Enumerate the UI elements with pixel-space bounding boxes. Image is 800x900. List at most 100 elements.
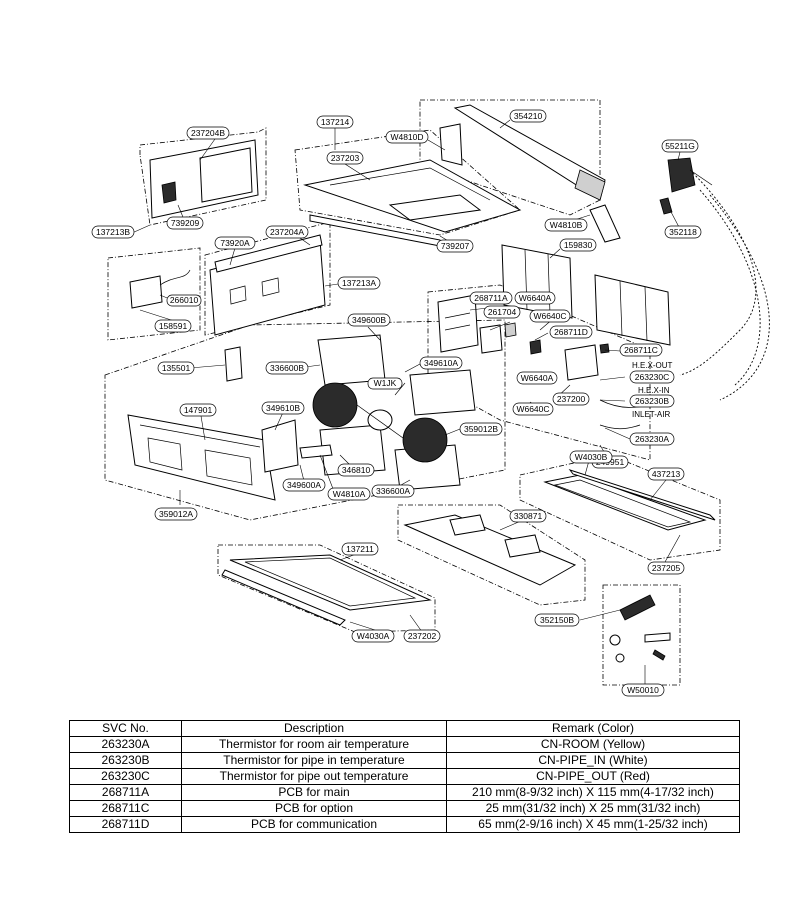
callout-label: 263230C	[635, 372, 670, 382]
callout-label: 352150B	[540, 615, 574, 625]
callout-237202: 237202	[403, 629, 441, 643]
callout-237204B: 237204B	[186, 126, 230, 140]
callout-237204A: 237204A	[265, 225, 309, 239]
callout-W6640C-2: W6640C	[512, 402, 554, 416]
callout-label: 135501	[162, 363, 191, 373]
callout-158591: 158591	[154, 319, 192, 333]
header-remark: Remark (Color)	[446, 720, 740, 737]
callout-label: 263230B	[635, 396, 669, 406]
callout-437213: 437213	[647, 467, 685, 481]
callout-label: 359012B	[464, 424, 498, 434]
callout-label: W6640C	[533, 311, 566, 321]
callout-336600B: 336600B	[265, 361, 309, 375]
callout-label: 330871	[514, 511, 543, 521]
callout-W50010: W50010	[621, 683, 665, 697]
cell-description: Thermistor for room air temperature	[181, 736, 447, 753]
cell-description: PCB for communication	[181, 816, 447, 833]
callout-label: W4810A	[333, 489, 366, 499]
callout-W4810A: W4810A	[327, 487, 371, 501]
cell-description: PCB for option	[181, 800, 447, 817]
callout-label: 268711D	[554, 327, 588, 337]
callout-137213B: 137213B	[91, 225, 135, 239]
callout-352150B: 352150B	[534, 613, 580, 627]
callout-135501: 135501	[157, 361, 195, 375]
parts	[127, 104, 716, 663]
cell-description: PCB for main	[181, 784, 447, 801]
cell-remark: CN-PIPE_IN (White)	[446, 752, 740, 769]
callout-73920A: 73920A	[214, 236, 256, 250]
callout-349600B: 349600B	[347, 313, 391, 327]
callout-label: 349600A	[287, 480, 321, 490]
callout-label: 249951	[596, 457, 625, 467]
callout-label: 349610A	[424, 358, 458, 368]
cell-description: Thermistor for pipe out temperature	[181, 768, 447, 785]
callout-label: 137211	[346, 544, 374, 554]
callout-336600A: 336600A	[371, 484, 415, 498]
signal-label: H.E.X-OUT	[632, 361, 673, 370]
table-header-row: SVC No. Description Remark (Color)	[69, 720, 740, 737]
cell-remark: 65 mm(2-9/16 inch) X 45 mm(1-25/32 inch)	[446, 816, 740, 833]
callout-label: 346810	[342, 465, 371, 475]
callout-label: 55211G	[665, 141, 695, 151]
callout-label: 437213	[652, 469, 681, 479]
callout-268711D: 268711D	[549, 325, 593, 339]
callout-352118: 352118	[664, 225, 702, 239]
callout-739209: 739209	[166, 216, 204, 230]
callout-label: 237205	[652, 563, 681, 573]
table-row: 268711C PCB for option 25 mm(31/32 inch)…	[69, 800, 740, 817]
table-row: 263230A Thermistor for room air temperat…	[69, 736, 740, 753]
signal-hex-in: H.E.X-IN	[638, 386, 670, 395]
cell-svc-no: 263230B	[69, 752, 182, 769]
callout-label: 237202	[408, 631, 437, 641]
callout-359012A: 359012A	[154, 507, 198, 521]
callout-266010: 266010	[166, 294, 202, 307]
callout-237203: 237203	[326, 151, 364, 165]
cell-svc-no: 263230A	[69, 736, 182, 753]
callout-349610B: 349610B	[261, 401, 305, 415]
callout-label: 739207	[441, 241, 470, 251]
callout-237205: 237205	[647, 561, 685, 575]
callout-label: 359012A	[159, 509, 193, 519]
callout-label: 739209	[171, 218, 200, 228]
callout-label: 147901	[184, 405, 213, 415]
callout-W1JK: W1JK	[367, 377, 403, 390]
callout-label: 266010	[170, 295, 199, 305]
callout-label: 237200	[557, 394, 586, 404]
callout-label: 336600A	[376, 486, 410, 496]
table-row: 268711A PCB for main 210 mm(8-9/32 inch)…	[69, 784, 740, 801]
callout-label: 158591	[159, 321, 188, 331]
callout-268711C: 268711C	[619, 343, 663, 357]
callout-359012B: 359012B	[459, 422, 503, 436]
cell-remark: 25 mm(31/32 inch) X 25 mm(31/32 inch)	[446, 800, 740, 817]
callout-label: W6640A	[521, 373, 554, 383]
callout-W4810D: W4810D	[385, 130, 429, 144]
signal-label: H.E.X-IN	[638, 386, 670, 395]
callout-label: 237204B	[191, 128, 225, 138]
exploded-parts-diagram: 237204B 137214 354210 W4810D 237203 5521…	[91, 99, 770, 697]
callout-label: 261704	[488, 307, 517, 317]
cell-remark: 210 mm(8-9/32 inch) X 115 mm(4-17/32 inc…	[446, 784, 740, 801]
callout-137213A: 137213A	[337, 276, 381, 290]
cell-remark: CN-ROOM (Yellow)	[446, 736, 740, 753]
callout-label: W4810B	[550, 220, 583, 230]
callout-label: W4810D	[390, 132, 423, 142]
cell-svc-no: 268711D	[69, 816, 182, 833]
signal-hex-out: H.E.X-OUT	[632, 361, 673, 370]
callout-W6640A-1: W6640A	[514, 291, 556, 305]
callout-349600A: 349600A	[282, 478, 326, 492]
header-description: Description	[181, 720, 447, 737]
parts-table: SVC No. Description Remark (Color) 26323…	[69, 720, 740, 833]
callout-label: 159830	[564, 240, 593, 250]
callout-739207: 739207	[436, 239, 474, 253]
table-row: 263230C Thermistor for pipe out temperat…	[69, 768, 740, 785]
callout-W4810B: W4810B	[544, 218, 588, 232]
header-svc-no: SVC No.	[69, 720, 182, 737]
callout-label: W6640A	[519, 293, 552, 303]
signal-inlet-air: INLET-AIR	[632, 410, 670, 419]
callout-label: W4030A	[357, 631, 390, 641]
callout-label: 137213A	[342, 278, 376, 288]
callout-W6640A-2: W6640A	[516, 371, 558, 385]
callout-label: W4030B	[575, 452, 608, 462]
callout-159830: 159830	[559, 238, 597, 252]
part-callouts: 237204B 137214 354210 W4810D 237203 5521…	[91, 109, 702, 697]
